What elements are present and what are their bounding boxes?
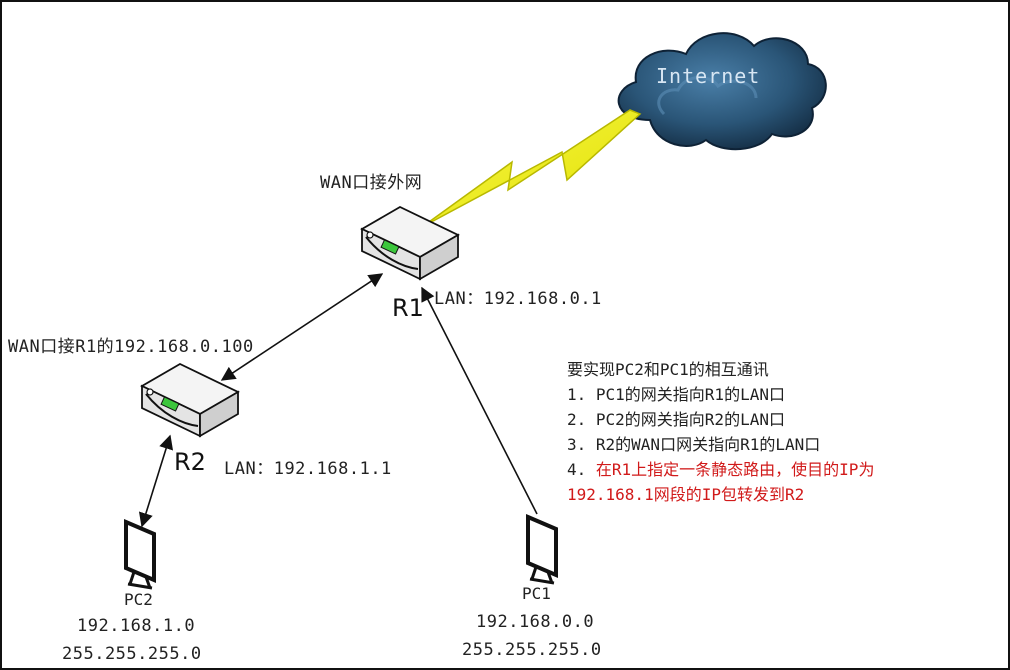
internet-label: Internet	[656, 64, 761, 88]
pc1-mask: 255.255.255.0	[462, 640, 602, 660]
pc1-icon	[526, 513, 558, 585]
pc2-mask: 255.255.255.0	[62, 644, 202, 664]
note-item-2: 2. PC2的网关指向R2的LAN口	[567, 410, 785, 429]
link-r1-r2	[220, 273, 384, 381]
pc1-network: 192.168.0.0	[476, 612, 595, 632]
note-item-4-line2: 192.168.1网段的IP包转发到R2	[567, 485, 805, 504]
note-item-1: 1. PC1的网关指向R1的LAN口	[567, 385, 785, 404]
routing-notes: 要实现PC2和PC1的相互通讯 1. PC1的网关指向R1的LAN口 2. PC…	[567, 357, 874, 507]
note-item-4-line1: 在R1上指定一条静态路由，使目的IP为	[595, 460, 875, 479]
link-r1-pc1	[421, 286, 538, 515]
internet-cloud-icon	[617, 32, 827, 151]
router-r2-icon	[140, 362, 240, 438]
router-r1-icon	[360, 205, 460, 281]
r2-wan-label: WAN口接R1的192.168.0.100	[8, 337, 254, 357]
r1-wan-label: WAN口接外网	[320, 173, 423, 193]
notes-title: 要实现PC2和PC1的相互通讯	[567, 360, 769, 379]
pc1-name: PC1	[522, 584, 551, 603]
note-item-3: 3. R2的WAN口网关指向R1的LAN口	[567, 435, 821, 454]
pc2-name: PC2	[124, 590, 153, 609]
r2-lan-label: LAN：192.168.1.1	[224, 459, 392, 479]
r2-name: R2	[174, 448, 206, 476]
pc2-network: 192.168.1.0	[77, 616, 196, 636]
note-item-4: 4. 在R1上指定一条静态路由，使目的IP为	[567, 457, 874, 482]
link-r2-pc2	[138, 434, 174, 528]
r1-name: R1	[392, 294, 424, 322]
r1-lan-label: LAN：192.168.0.1	[434, 289, 602, 309]
note-item-4-number: 4.	[567, 460, 596, 479]
lightning-bolt-icon	[421, 109, 642, 228]
pc2-icon	[124, 518, 156, 590]
